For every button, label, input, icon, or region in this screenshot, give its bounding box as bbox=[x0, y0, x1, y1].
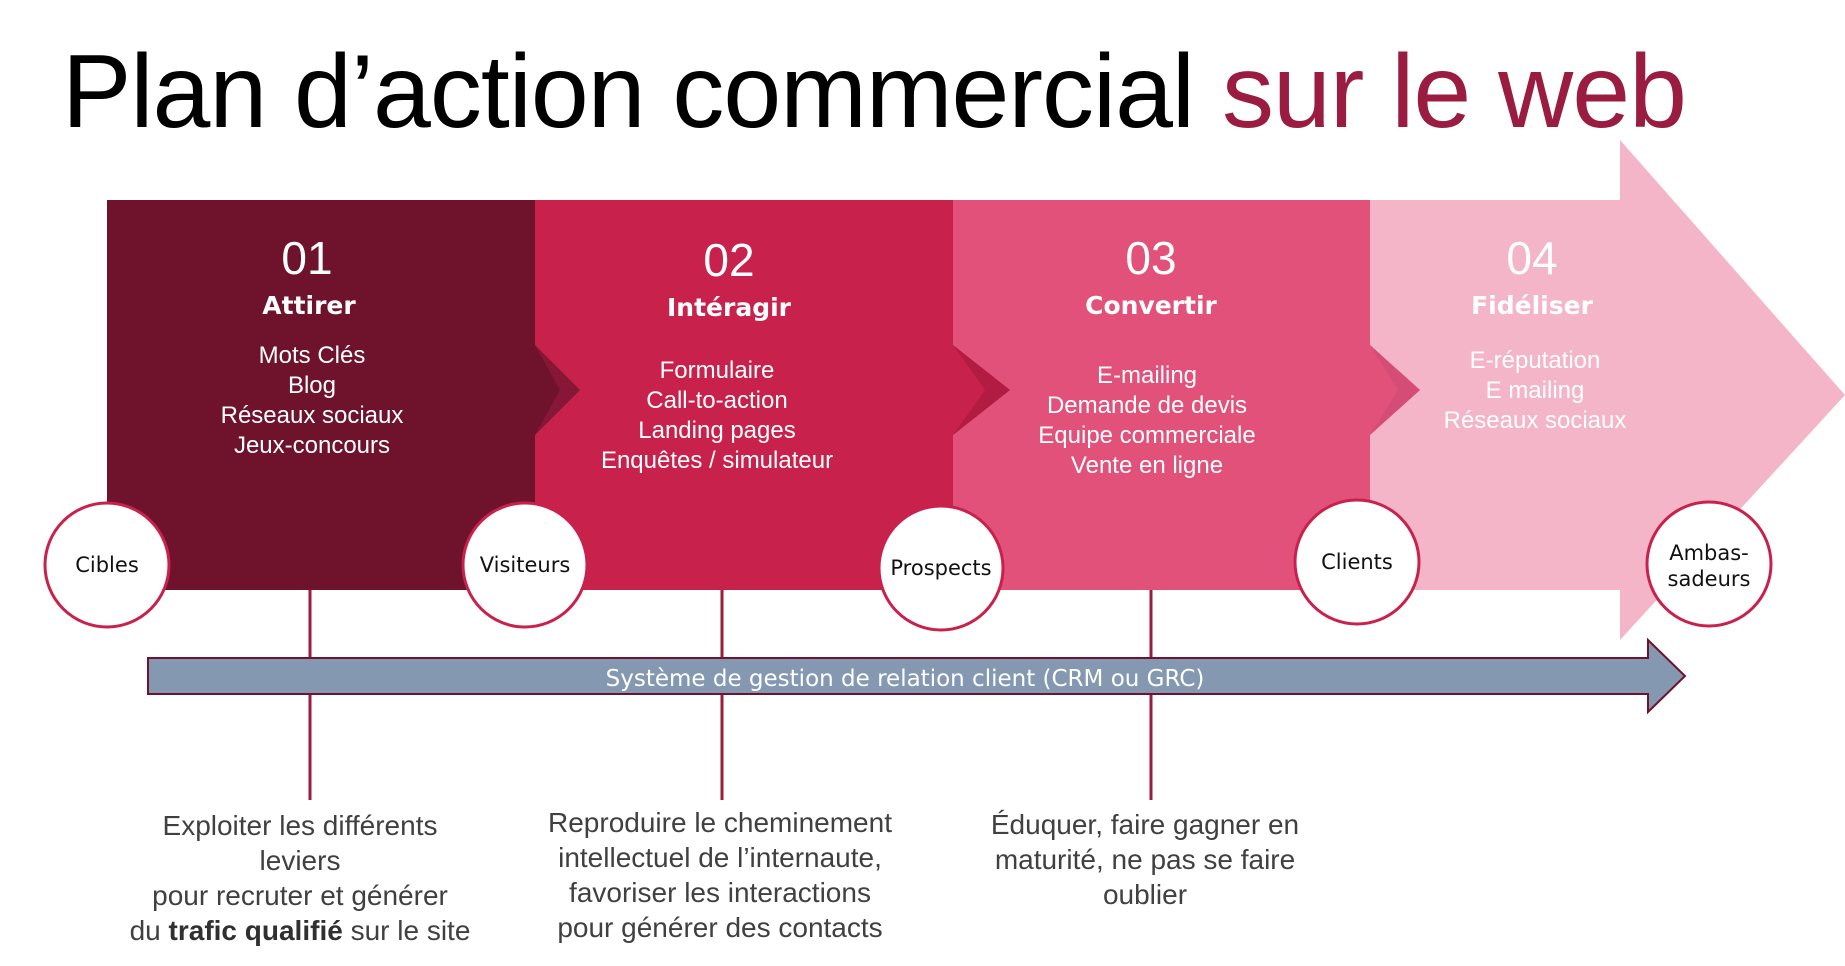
caption-text: du bbox=[129, 915, 169, 946]
stage-2-item: Call-to-action bbox=[646, 387, 787, 414]
stage-2-item: Landing pages bbox=[638, 417, 795, 444]
stage-4-background bbox=[1370, 140, 1845, 640]
caption-line: Reproduire le cheminement bbox=[548, 807, 892, 838]
stage-1-item: Jeux-concours bbox=[234, 432, 390, 459]
circle-label: Cibles bbox=[75, 553, 139, 577]
circle-label: Clients bbox=[1321, 550, 1393, 574]
caption-convertir: Éduquer, faire gagner en maturité, ne pa… bbox=[945, 807, 1345, 912]
caption-line: leviers bbox=[259, 845, 341, 876]
stage-3-background bbox=[953, 200, 1420, 590]
circle-ambassadeurs: Ambas- sadeurs bbox=[1645, 500, 1773, 628]
stage-2-background bbox=[535, 200, 1010, 590]
stage-1-background bbox=[107, 200, 580, 590]
stage-2-title: Intéragir bbox=[667, 293, 792, 322]
circle-visiteurs: Visiteurs bbox=[461, 501, 589, 629]
stage-1-number: 01 bbox=[281, 232, 332, 284]
circle-label: Prospects bbox=[890, 556, 991, 580]
crm-label: Système de gestion de relation client (C… bbox=[606, 666, 1205, 692]
stage-1-item: Mots Clés bbox=[259, 342, 366, 369]
stage-1-title: Attirer bbox=[262, 291, 356, 320]
stage-2-item: Formulaire bbox=[660, 357, 775, 384]
page-title: Plan d’action commercial sur le web bbox=[62, 40, 1687, 144]
caption-line: intellectuel de l’internaute, bbox=[558, 842, 882, 873]
caption-line: pour générer des contacts bbox=[557, 912, 883, 943]
stage-4-item: Réseaux sociaux bbox=[1444, 407, 1627, 434]
caption-line: oublier bbox=[1102, 879, 1188, 910]
stage-4-title: Fidéliser bbox=[1471, 291, 1593, 320]
caption-attirer: Exploiter les différents leviers pour re… bbox=[100, 808, 500, 948]
circle-label-line1: Ambas- bbox=[1669, 541, 1749, 565]
stage-3-item: Demande de devis bbox=[1047, 392, 1247, 419]
stage-1-item: Blog bbox=[288, 372, 336, 399]
stage-3-item: E-mailing bbox=[1097, 362, 1197, 389]
stage-2-item: Enquêtes / simulateur bbox=[601, 447, 833, 474]
caption-line: favoriser les interactions bbox=[569, 877, 871, 908]
title-accent: sur le web bbox=[1221, 34, 1687, 150]
title-main: Plan d’action commercial bbox=[62, 34, 1222, 150]
stage-2-number: 02 bbox=[703, 234, 754, 286]
stage-3-item: Vente en ligne bbox=[1071, 452, 1223, 479]
circle-cibles: Cibles bbox=[43, 501, 171, 629]
caption-interagir: Reproduire le cheminement intellectuel d… bbox=[520, 805, 920, 945]
stage-1-item: Réseaux sociaux bbox=[221, 402, 404, 429]
stage-3-title: Convertir bbox=[1085, 291, 1217, 320]
caption-line: Éduquer, faire gagner en bbox=[990, 809, 1300, 840]
caption-line: du trafic qualifié sur le site bbox=[100, 913, 500, 948]
circle-clients: Clients bbox=[1293, 498, 1421, 626]
chevron-1-shade bbox=[535, 345, 580, 435]
stage-4-item: E-réputation bbox=[1470, 347, 1601, 374]
circle-prospects: Prospects bbox=[877, 504, 1005, 632]
caption-line: Exploiter les différents bbox=[162, 810, 438, 841]
caption-line: maturité, ne pas se faire bbox=[994, 844, 1296, 875]
stage-3-number: 03 bbox=[1125, 232, 1176, 284]
stage-4-item: E mailing bbox=[1486, 377, 1585, 404]
stage-4-number: 04 bbox=[1506, 232, 1557, 284]
crm-arrow bbox=[147, 637, 1687, 715]
caption-emphasis: trafic qualifié bbox=[168, 915, 343, 946]
stage-3-item: Equipe commerciale bbox=[1038, 422, 1255, 449]
caption-text: sur le site bbox=[342, 915, 471, 946]
circle-label: Visiteurs bbox=[480, 553, 571, 577]
caption-line: pour recruter et générer bbox=[152, 880, 448, 911]
circle-label-line2: sadeurs bbox=[1668, 567, 1751, 591]
chevron-3-shade bbox=[1370, 345, 1420, 435]
chevron-2-shade bbox=[953, 345, 1010, 435]
